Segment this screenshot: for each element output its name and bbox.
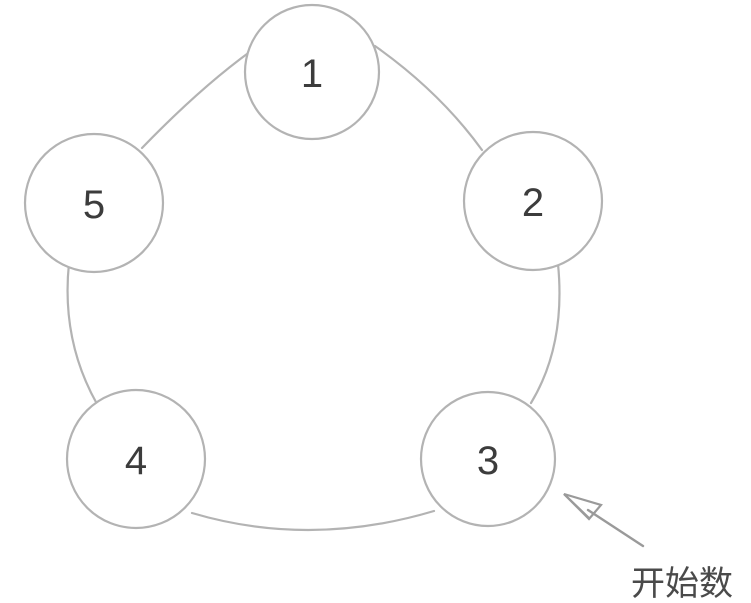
node-3[interactable]: 3 — [419, 390, 557, 528]
node-2-label: 2 — [522, 181, 544, 225]
arc-4-to-5 — [66, 261, 99, 406]
node-2[interactable]: 2 — [462, 130, 604, 272]
arc-3-to-4 — [190, 509, 436, 532]
arrow-shaft — [586, 508, 645, 548]
node-1-circle[interactable] — [243, 3, 381, 141]
node-2-circle[interactable] — [462, 130, 604, 272]
node-5-circle[interactable] — [23, 132, 165, 274]
node-5[interactable]: 5 — [23, 132, 165, 274]
node-1[interactable]: 1 — [243, 3, 381, 141]
ring-nodes: 1 2 3 4 5 — [23, 3, 604, 530]
start-annotation-arrow — [563, 492, 645, 548]
node-3-label: 3 — [477, 439, 499, 483]
start-count-label: 开始数 — [631, 564, 733, 603]
node-4-label: 4 — [125, 439, 147, 483]
arrow-head-inner-line — [563, 493, 591, 520]
arc-1-to-2 — [373, 44, 484, 152]
node-5-label: 5 — [83, 183, 105, 227]
ring-connections — [66, 44, 561, 532]
node-3-circle[interactable] — [419, 390, 557, 528]
arc-2-to-3 — [529, 262, 561, 405]
node-4-circle[interactable] — [65, 388, 207, 530]
arc-5-to-1 — [140, 49, 253, 150]
node-1-label: 1 — [301, 52, 323, 96]
node-4[interactable]: 4 — [65, 388, 207, 530]
